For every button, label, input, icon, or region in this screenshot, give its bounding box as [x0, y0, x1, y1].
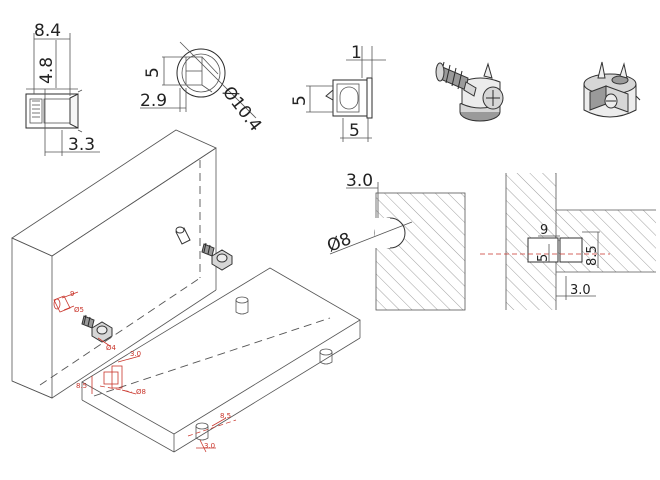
dim-joint-width: 9 — [540, 223, 548, 238]
iso-dim-30a: 3.0 — [130, 350, 141, 358]
iso-dim-9: 9 — [70, 290, 74, 298]
section-view-joint: 9 5 8.5 3.0 — [480, 173, 656, 310]
dim-side-depth: 3.3 — [68, 135, 95, 155]
cam-screw-3d — [435, 61, 504, 122]
iso-annotations: 9 Ø5 Ø4 3.0 8.5 Ø8 8.5 3.0 — [53, 290, 237, 453]
dim-front-height: 5 — [290, 95, 310, 106]
connector-upper — [201, 242, 233, 271]
cam-housing-3d — [583, 61, 641, 118]
dim-top-pin: 5 — [143, 67, 163, 78]
section-view-hole: 3.0 Ø8 — [324, 171, 466, 311]
side-view: 8.4 4.8 3.3 — [25, 21, 100, 156]
iso-dim-85b: 8.5 — [220, 412, 231, 420]
dim-top-offset: 2.9 — [140, 91, 167, 111]
dim-side-height: 4.8 — [37, 57, 57, 84]
dim-front-top: 1 — [351, 43, 362, 63]
dim-section-diameter: Ø8 — [324, 229, 354, 257]
iso-dim-85a: 8.5 — [76, 382, 87, 390]
panel-shelf — [81, 267, 361, 453]
top-view: 5 2.9 Ø10.4 — [140, 41, 265, 136]
dim-joint-pin: 5 — [536, 254, 551, 262]
dim-side-width: 8.4 — [34, 21, 61, 41]
iso-dim-d5: Ø5 — [74, 306, 84, 314]
iso-dim-d8: Ø8 — [136, 388, 146, 396]
iso-dim-d4: Ø4 — [106, 344, 117, 352]
panel-upright — [11, 129, 217, 399]
dim-top-diameter: Ø10.4 — [218, 83, 265, 136]
dim-joint-depth: 3.0 — [570, 283, 591, 298]
dim-joint-height: 8.5 — [585, 245, 600, 266]
connector-lower — [81, 314, 113, 343]
dim-section-depth: 3.0 — [346, 171, 373, 191]
iso-dim-30b: 3.0 — [204, 442, 215, 450]
dim-front-width: 5 — [349, 121, 360, 141]
front-view: 1 5 5 — [290, 43, 386, 142]
